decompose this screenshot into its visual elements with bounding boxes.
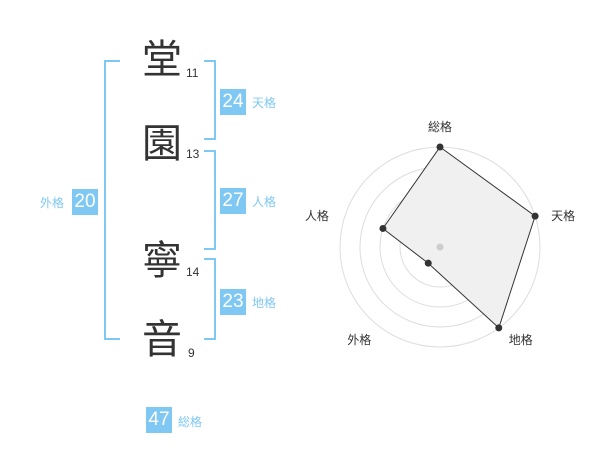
radar-polygon bbox=[382, 146, 536, 329]
chikaku-value: 23 bbox=[220, 289, 246, 315]
radar-axis-label-2: 天格 bbox=[551, 208, 575, 223]
chikaku-label: 地格 bbox=[252, 296, 277, 310]
gaikaku-label: 外格 bbox=[40, 196, 65, 210]
radar-axis-label-3: 地格 bbox=[509, 332, 533, 347]
name-char-2: 園 bbox=[142, 121, 182, 167]
jinkaku-value: 27 bbox=[220, 188, 246, 214]
gaikaku-value: 20 bbox=[72, 189, 98, 215]
radar-point-3 bbox=[495, 324, 503, 332]
radar-point-5 bbox=[379, 224, 387, 232]
radar-point-2 bbox=[531, 212, 539, 220]
name-char-1: 堂 bbox=[142, 37, 182, 83]
name-char-4: 音 bbox=[142, 317, 182, 363]
radar-center-dot bbox=[436, 243, 444, 251]
name-char-3: 寧 bbox=[142, 238, 182, 284]
stroke-count-3: 14 bbox=[186, 265, 200, 279]
soukaku-label: 総格 bbox=[178, 415, 203, 429]
radar-point-1 bbox=[436, 143, 444, 151]
radar-axis-label-4: 外格 bbox=[347, 332, 371, 347]
stroke-count-1: 11 bbox=[186, 66, 199, 80]
stroke-count-4: 9 bbox=[188, 346, 195, 360]
radar-point-4 bbox=[424, 259, 432, 267]
radar-axis-label-1: 総格 bbox=[428, 119, 452, 134]
radar-axis-label-5: 人格 bbox=[305, 208, 329, 223]
stroke-count-2: 13 bbox=[186, 147, 200, 161]
soukaku-value: 47 bbox=[146, 407, 172, 433]
tenkaku-value: 24 bbox=[220, 89, 246, 115]
jinkaku-label: 人格 bbox=[252, 195, 277, 209]
tenkaku-label: 天格 bbox=[252, 96, 277, 110]
